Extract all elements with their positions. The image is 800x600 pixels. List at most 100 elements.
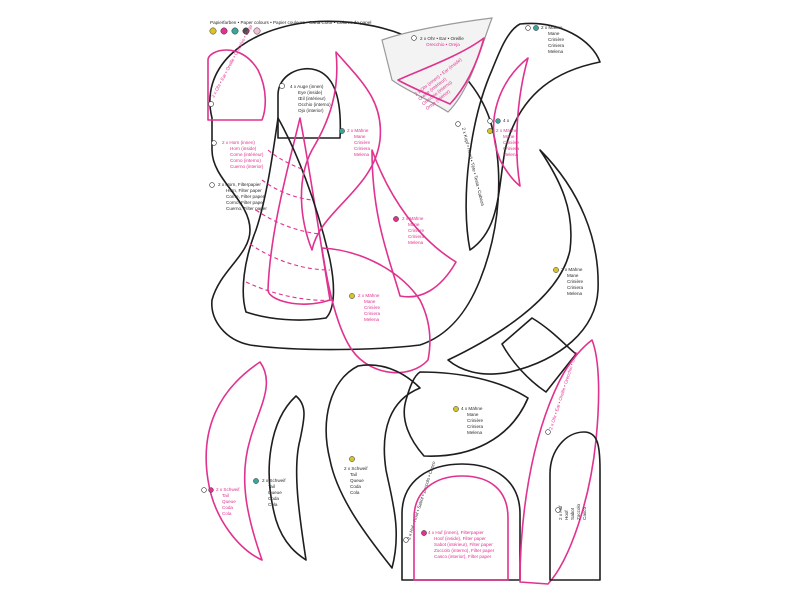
svg-text:Coda: Coda	[350, 484, 361, 489]
tail-center-dot	[349, 456, 355, 462]
svg-text:Crinière: Crinière	[364, 305, 381, 310]
svg-text:Cuerno, Filter paper: Cuerno, Filter paper	[226, 206, 267, 211]
horn-filter-label: 2 x Horn, Filterpapier Horn, Filter pape…	[218, 182, 267, 211]
eye-label: 4 x Auge (innen) Eye (inside) Œil (intér…	[290, 84, 331, 113]
svg-text:Coda: Coda	[222, 505, 233, 510]
mane-big-right-label: 2 x Mähne Mane Crinière Criniera Melena	[561, 267, 584, 296]
horn-pink-ring	[211, 140, 217, 146]
svg-text:2 x Horn (innen): 2 x Horn (innen)	[222, 140, 255, 145]
tail-left-piece	[205, 361, 268, 561]
head-label: 2 x Kopf • Head • Tête • Testa • Cabeza	[461, 127, 485, 207]
hoof-inner-label: 4 x Huf (innen), Filterpapier Hoof (insi…	[428, 530, 495, 559]
svg-text:Criniera: Criniera	[364, 311, 381, 316]
svg-text:Crinière: Crinière	[354, 140, 371, 145]
mane-right-inner-label: 2 x Mähne Mane Crinière Criniera Melena	[496, 128, 520, 157]
svg-text:Melena: Melena	[408, 240, 424, 245]
svg-text:Melena: Melena	[354, 152, 370, 157]
svg-text:Cola: Cola	[268, 502, 278, 507]
svg-text:Corne, Filter paper: Corne, Filter paper	[226, 194, 265, 199]
svg-text:Tail: Tail	[350, 472, 357, 477]
swatch-grey	[242, 27, 250, 35]
hoof-right-label: 2 x Huf Hoof Sabot Zoccolo Casco	[558, 503, 587, 520]
hoof-right-piece	[549, 431, 601, 581]
mane-left-label: 2 x Mähne Mane Crinière Criniera Melena	[347, 128, 371, 157]
mane-lower-label: 2 x Mähne Mane Crinière Criniera Melena	[358, 293, 381, 322]
horn-fold-2	[261, 179, 313, 201]
mane-big-right-dot	[553, 267, 559, 273]
tail-center-piece	[325, 364, 421, 569]
svg-text:Crinière: Crinière	[567, 279, 584, 284]
svg-text:2 x Mähne: 2 x Mähne	[541, 25, 563, 30]
mane-right-inner-piece	[492, 57, 529, 187]
svg-text:Criniera: Criniera	[503, 146, 520, 151]
mane-center-label: 4 x Mähne Mane Crinière Criniera Melena	[461, 406, 484, 435]
mane-top-ring	[525, 25, 531, 31]
hoof-inner-dot	[421, 530, 427, 536]
svg-text:Corno, Filter paper: Corno, Filter paper	[226, 200, 265, 205]
svg-text:Melena: Melena	[503, 152, 519, 157]
svg-text:Mane: Mane	[567, 273, 579, 278]
horn-pink-piece	[267, 117, 331, 305]
svg-text:Crinière: Crinière	[408, 228, 425, 233]
horn-fold-5	[245, 281, 335, 301]
mane-right-inner-dot	[487, 128, 493, 134]
svg-text:Zoccolo: Zoccolo	[576, 503, 581, 520]
small-quad-piece	[501, 317, 577, 393]
svg-text:Casco (interior), Filter paper: Casco (interior), Filter paper	[434, 554, 492, 559]
svg-text:Zoccolo (interno), Filter pape: Zoccolo (interno), Filter paper	[434, 548, 495, 553]
ring-4x-label: 4 x	[503, 118, 510, 123]
mane-lower-dot	[349, 293, 355, 299]
svg-text:Ojo (interior): Ojo (interior)	[298, 108, 324, 113]
mane-top-dot	[533, 25, 539, 31]
head-ring	[455, 121, 461, 127]
svg-text:2 x Schweif: 2 x Schweif	[216, 487, 240, 492]
svg-text:Hoof (inside), Filter paper: Hoof (inside), Filter paper	[434, 536, 486, 541]
svg-text:Queue: Queue	[222, 499, 236, 504]
color-swatches	[209, 27, 261, 35]
svg-text:Mane: Mane	[408, 222, 420, 227]
svg-text:Queue: Queue	[268, 490, 282, 495]
ear-strip-piece	[519, 339, 600, 585]
svg-text:2 x Schweif: 2 x Schweif	[344, 466, 368, 471]
header-title: Papierfarben • Paper colours • Papier co…	[210, 20, 371, 25]
ring-4x-dot	[495, 118, 501, 124]
svg-text:Cuerno (interior): Cuerno (interior)	[230, 164, 264, 169]
svg-text:Criniera: Criniera	[408, 234, 425, 239]
mane-top-right-piece	[465, 22, 601, 251]
horn-fold-4	[249, 243, 331, 271]
eye-ring	[279, 83, 285, 89]
svg-text:4 x Mähne: 4 x Mähne	[461, 406, 483, 411]
mane-left-piece	[300, 51, 382, 251]
ear-grey-label-1: 2 x Ohr • Ear • Oreille	[420, 36, 464, 41]
svg-text:Queue: Queue	[350, 478, 364, 483]
svg-text:Melena: Melena	[548, 49, 564, 54]
tail-mid-label: 2 x Schweif Tail Queue Coda Cola	[262, 478, 286, 507]
svg-text:2 x Mähne: 2 x Mähne	[402, 216, 424, 221]
swatch-light-pink	[253, 27, 261, 35]
svg-text:2 x Mähne: 2 x Mähne	[561, 267, 583, 272]
svg-text:Corne (intérieur): Corne (intérieur)	[230, 152, 264, 157]
hoof-arc-label: 2 x Huf • Hoof • Sabot • Zoccolo • Casco	[406, 460, 436, 540]
svg-text:Corno (interno): Corno (interno)	[230, 158, 261, 163]
svg-text:Tail: Tail	[268, 484, 275, 489]
svg-text:Crinière: Crinière	[467, 418, 484, 423]
mane-big-right-piece	[447, 149, 599, 375]
ear-outer-piece	[207, 49, 267, 121]
hoof-right-ring	[555, 507, 561, 513]
svg-text:Sabot (intérieur), Filter pape: Sabot (intérieur), Filter paper	[434, 542, 493, 547]
svg-text:Criniera: Criniera	[567, 285, 584, 290]
ear-grey-label-2: Orecchio • Oreja	[426, 42, 460, 47]
swatch-pink	[220, 27, 228, 35]
svg-text:Criniera: Criniera	[548, 43, 565, 48]
mane-center-dot	[453, 406, 459, 412]
svg-text:4 x Auge (innen): 4 x Auge (innen)	[290, 84, 324, 89]
svg-text:4 x Huf (innen), Filterpapier: 4 x Huf (innen), Filterpapier	[428, 530, 484, 535]
tail-mid-dot	[253, 478, 259, 484]
mane-lower-piece	[321, 247, 431, 374]
tail-left-label: 2 x Schweif Tail Queue Coda Cola	[216, 487, 240, 516]
mane-mid-dot	[393, 216, 399, 222]
svg-text:Criniera: Criniera	[467, 424, 484, 429]
hoof-arc-piece	[401, 463, 521, 581]
svg-text:2 x Mähne: 2 x Mähne	[496, 128, 518, 133]
